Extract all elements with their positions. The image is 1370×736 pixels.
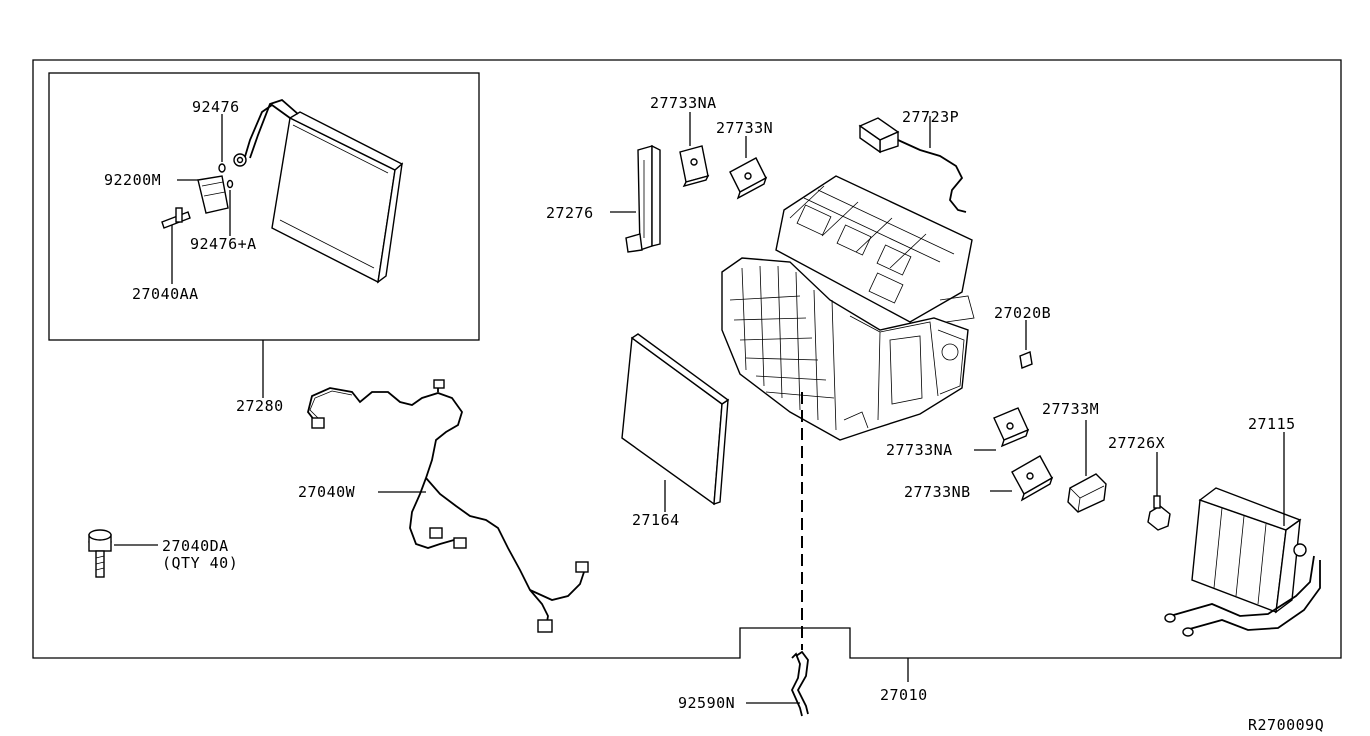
label-27020b: 27020B: [994, 304, 1051, 322]
label-27733na-mid: 27733NA: [886, 441, 953, 459]
o-ring-92476: [218, 163, 226, 173]
air-filter: [621, 333, 730, 506]
label-27164: 27164: [632, 511, 680, 529]
label-92476a: 92476+A: [190, 235, 257, 253]
actuator-27733na-mid: [993, 407, 1030, 448]
motor-27733m: [1067, 473, 1107, 513]
label-27276: 27276: [546, 204, 594, 222]
label-27040da-qty: (QTY 40): [162, 554, 238, 572]
label-27733nb: 27733NB: [904, 483, 971, 501]
actuator-27733nb: [1011, 455, 1054, 502]
evaporator-core: [233, 98, 404, 284]
bolt-27040da: [88, 529, 112, 578]
label-27115: 27115: [1248, 415, 1296, 433]
bracket-27276: [625, 144, 661, 253]
label-92476: 92476: [192, 98, 240, 116]
label-27726x: 27726X: [1108, 434, 1165, 452]
label-27733n: 27733N: [716, 119, 773, 137]
actuator-27733na-top: [679, 145, 710, 188]
label-27040w: 27040W: [298, 483, 356, 501]
label-27723p: 27723P: [902, 108, 959, 126]
evaporator-subassembly-box: [48, 72, 480, 341]
sensor-27723p: [858, 117, 967, 213]
label-27733na-top: 27733NA: [650, 94, 717, 112]
label-27733m: 27733M: [1042, 400, 1099, 418]
label-92590n: 92590N: [678, 694, 735, 712]
clip-27020b: [1019, 351, 1033, 369]
diagram-reference-code: R270009Q: [1248, 716, 1324, 734]
bolt-27040aa: [161, 207, 191, 229]
o-ring-92476a: [226, 179, 234, 189]
sensor-27726x: [1147, 495, 1171, 531]
heater-core: [1164, 487, 1321, 637]
actuator-27733n: [729, 157, 768, 200]
label-27010: 27010: [880, 686, 928, 704]
label-27040aa: 27040AA: [132, 285, 199, 303]
label-92200m: 92200M: [104, 171, 161, 189]
expansion-valve: [197, 175, 229, 214]
wire-harness: [307, 379, 589, 633]
assembly-frame: [32, 59, 1342, 659]
drain-hose: [791, 650, 809, 717]
hvac-housing: [721, 175, 975, 441]
label-27280: 27280: [236, 397, 284, 415]
label-27040da: 27040DA: [162, 537, 229, 555]
